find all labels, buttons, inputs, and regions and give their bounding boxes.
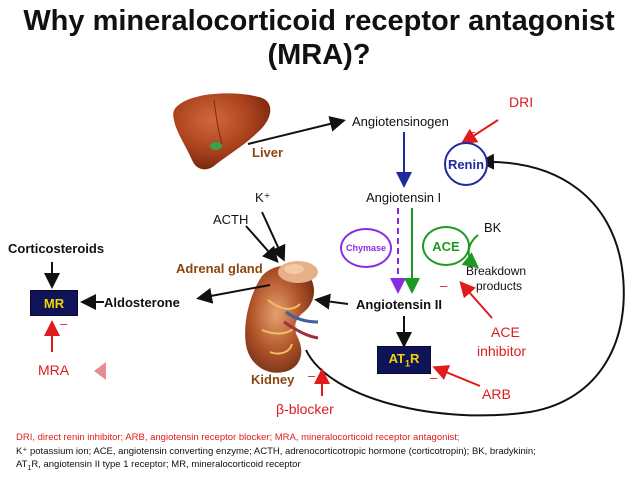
footnote-line-2: K⁺ potassium ion; ACE, angiotensin conve… — [16, 445, 536, 457]
ace-inhibitor-minus: – — [440, 278, 448, 293]
liver-label: Liver — [252, 145, 284, 160]
at1r-box: AT1R — [377, 346, 431, 374]
footnote: DRI, direct renin inhibitor; ARB, angiot… — [16, 431, 536, 475]
angiotensin1-label: Angiotensin I — [366, 190, 442, 205]
kidney-label: Kidney — [251, 372, 295, 387]
arrow-angiotensin2-to-adrenal — [314, 293, 349, 310]
ace-inhibitor-label-1: ACE — [491, 324, 520, 340]
arb-minus: – — [430, 370, 438, 385]
liver-illustration — [173, 93, 271, 170]
ace-inhibitor-label-2: inhibitor — [477, 343, 527, 359]
mra-minus: – — [60, 316, 68, 331]
products-label: products — [476, 279, 523, 293]
arrow-feedback-loop — [305, 153, 625, 417]
title-line-1: Why mineralocorticoid receptor antagonis… — [23, 5, 615, 37]
corticosteroids-label: Corticosteroids — [8, 241, 105, 256]
mr-box: MR — [30, 290, 78, 316]
arrow-adrenal-to-aldosterone — [196, 284, 271, 304]
pointer-triangle — [94, 362, 106, 380]
aldosterone-label: Aldosterone — [104, 295, 180, 310]
arrow-liver-to-angiotensinogen — [247, 116, 346, 145]
at1r-label: AT1R — [388, 351, 420, 369]
dri-label: DRI — [509, 94, 534, 110]
kidney-illustration — [245, 261, 319, 373]
acth-label: ACTH — [213, 212, 249, 227]
breakdown-label: Breakdown — [466, 264, 527, 278]
renin-node: Renin — [444, 142, 488, 186]
ace-label: ACE — [432, 238, 460, 254]
bk-label: BK — [484, 220, 502, 235]
arrow-arb-inhibit — [432, 365, 481, 387]
k-plus-label: K⁺ — [255, 190, 271, 205]
arrow-k-to-adrenal — [261, 211, 286, 262]
title-line-2: (MRA)? — [267, 39, 371, 71]
adrenal-gland-label: Adrenal gland — [176, 261, 263, 276]
beta-blocker-label: β-blocker — [276, 401, 334, 417]
chymase-label: Chymase — [345, 243, 387, 253]
angiotensin2-label: Angiotensin II — [356, 297, 442, 312]
mr-label: MR — [43, 295, 65, 311]
arrow-dri-inhibit — [460, 119, 499, 145]
arrow-bk-to-breakdown — [461, 234, 480, 269]
arrow-ace-inhibitor — [459, 281, 493, 319]
dri-minus: – — [468, 124, 476, 139]
ace-node: ACE — [422, 226, 470, 266]
footnote-line-1: DRI, direct renin inhibitor; ARB, angiot… — [16, 432, 460, 443]
footnote-line-3: AT1R, angiotensin II type 1 receptor; MR… — [16, 459, 301, 472]
mra-label: MRA — [38, 362, 70, 378]
renin-label: Renin — [447, 156, 485, 172]
angiotensinogen-label: Angiotensinogen — [352, 114, 449, 129]
beta-blocker-minus: – — [308, 368, 316, 383]
chymase-node: Chymase — [340, 228, 392, 268]
arrow-acth-to-adrenal — [245, 225, 279, 263]
arb-label: ARB — [482, 386, 511, 402]
page-title: Why mineralocorticoid receptor antagonis… — [0, 4, 638, 72]
